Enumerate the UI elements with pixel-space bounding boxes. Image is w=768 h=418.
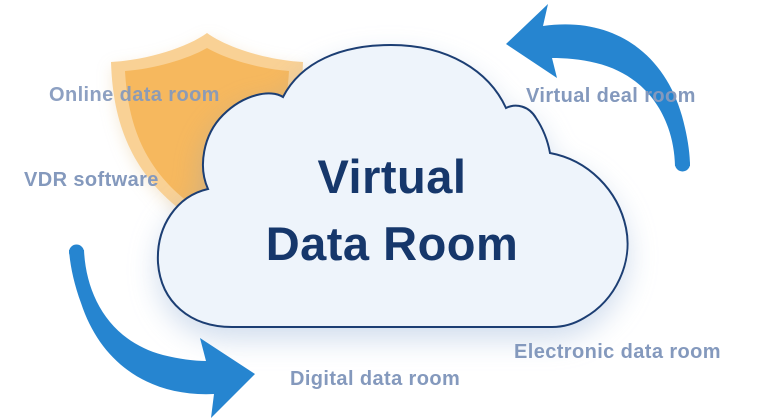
curved-arrow-left-icon xyxy=(506,4,690,172)
label-digital-data-room: Digital data room xyxy=(290,368,461,390)
cloud-title: Virtual Data Room xyxy=(266,143,519,277)
label-electronic-data-room: Electronic data room xyxy=(514,341,721,363)
cloud-icon xyxy=(156,43,629,328)
cloud-title-line2: Data Room xyxy=(265,217,519,270)
label-virtual-deal-room: Virtual deal room xyxy=(526,85,696,107)
label-online-data-room: Online data room xyxy=(49,84,220,106)
curved-arrow-right-icon xyxy=(69,244,255,418)
label-vdr-software: VDR software xyxy=(24,169,159,191)
cloud-title-line1: Virtual xyxy=(317,150,467,203)
